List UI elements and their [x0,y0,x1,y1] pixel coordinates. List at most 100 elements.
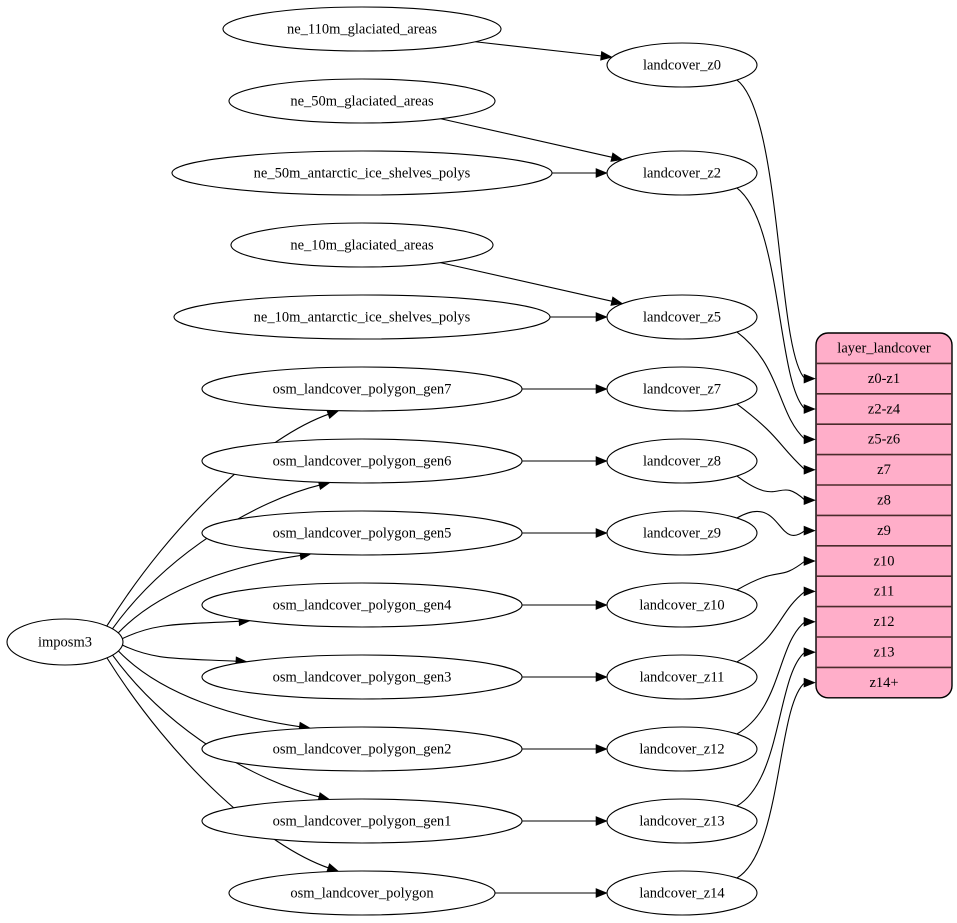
graph-node-osm_landcover_polygon_gen5[interactable]: osm_landcover_polygon_gen5 [201,510,523,556]
table-row-label[interactable]: z7 [877,462,891,478]
graph-node-osm_landcover_polygon_gen6[interactable]: osm_landcover_polygon_gen6 [201,438,523,484]
graph-edge [118,650,302,728]
node-label: osm_landcover_polygon_gen5 [273,525,452,541]
edge-arrowhead [803,647,816,658]
graph-edge [117,554,303,634]
edge-arrowhead [610,296,624,306]
graph-node-osm_landcover_polygon[interactable]: osm_landcover_polygon [228,870,496,916]
graph-edge [736,682,806,879]
edge-arrowhead [595,312,608,322]
graph-node-landcover_z10[interactable]: landcover_z10 [606,582,758,628]
graph-node-osm_landcover_polygon_gen3[interactable]: osm_landcover_polygon_gen3 [201,654,523,700]
node-ellipse [201,798,523,844]
edge-layer [106,41,816,898]
node-label: landcover_z9 [643,525,721,541]
graph-node-landcover_z13[interactable]: landcover_z13 [606,798,758,844]
node-ellipse [606,366,758,412]
graph-edge [106,413,331,627]
edge-arrowhead [595,816,608,826]
node-ellipse [201,438,523,484]
graph-node-landcover_z2[interactable]: landcover_z2 [606,150,758,196]
table-row-label[interactable]: z14+ [869,675,898,691]
node-ellipse [606,150,758,196]
node-label: osm_landcover_polygon_gen2 [273,741,452,757]
node-ellipse [201,654,523,700]
node-label: landcover_z8 [643,453,721,469]
node-label: landcover_z7 [643,381,721,397]
node-ellipse [222,6,502,52]
edge-arrowhead [803,434,816,445]
edge-arrowhead [610,152,624,162]
table-row-label[interactable]: z9 [877,523,891,539]
graph-node-osm_landcover_polygon_gen2[interactable]: osm_landcover_polygon_gen2 [201,726,523,772]
node-label: landcover_z13 [639,813,724,829]
node-ellipse [228,870,496,916]
node-label: ne_110m_glaciated_areas [287,21,437,37]
graph-edge [736,475,806,501]
graph-node-imposm3[interactable]: imposm3 [6,618,124,666]
table-row-label[interactable]: z12 [874,614,895,630]
node-label: osm_landcover_polygon [290,885,434,901]
node-label: landcover_z5 [643,309,721,325]
node-label: ne_10m_antarctic_ice_shelves_polys [254,309,471,325]
table-row-label[interactable]: z8 [877,493,891,509]
layer-landcover-table: layer_landcover z0-z1 z2-z4 z5-z6 z7 z8 z9 z10 z… [815,332,953,699]
table-row-label[interactable]: z5-z6 [868,432,900,448]
edge-arrowhead [326,863,340,873]
edge-arrowhead [595,600,608,610]
edge-arrowhead [595,168,608,178]
graph-edge [736,403,806,471]
graph-node-ne_50m_antarctic_ice_shelves_polys[interactable]: ne_50m_antarctic_ice_shelves_polys [171,150,553,196]
graph-node-landcover_z11[interactable]: landcover_z11 [606,654,758,700]
table-row-label[interactable]: z2-z4 [868,401,901,417]
node-label: landcover_z14 [639,885,725,901]
graph-node-landcover_z12[interactable]: landcover_z12 [606,726,758,772]
table-header-label: layer_landcover [837,341,931,357]
node-ellipse [606,654,758,700]
graph-edge [475,41,603,57]
node-label: osm_landcover_polygon_gen6 [273,453,452,469]
table-row-label[interactable]: z10 [874,553,895,569]
table-row-label[interactable]: z13 [874,645,895,661]
node-ellipse [606,870,758,916]
node-label: ne_10m_glaciated_areas [290,237,434,253]
node-ellipse [201,582,523,628]
graph-node-osm_landcover_polygon_gen7[interactable]: osm_landcover_polygon_gen7 [201,366,523,412]
node-ellipse [228,78,496,124]
graph-node-osm_landcover_polygon_gen1[interactable]: osm_landcover_polygon_gen1 [201,798,523,844]
node-label: landcover_z10 [639,597,724,613]
node-label: landcover_z12 [639,741,724,757]
node-ellipse [201,510,523,556]
edge-arrowhead [803,464,816,475]
graph-edge [736,331,806,440]
node-label: osm_landcover_polygon_gen4 [273,597,453,613]
edge-arrowhead [595,528,608,538]
graph-edge [736,560,806,591]
node-ellipse [201,726,523,772]
node-label: landcover_z0 [643,57,721,73]
edge-arrowhead [600,51,613,61]
node-ellipse [606,798,758,844]
edge-arrowhead [803,495,816,506]
graph-node-ne_50m_glaciated_areas[interactable]: ne_50m_glaciated_areas [228,78,496,124]
node-ellipse [6,618,124,666]
graph-node-ne_110m_glaciated_areas[interactable]: ne_110m_glaciated_areas [222,6,502,52]
graph-edge [736,187,806,410]
graph-node-ne_10m_antarctic_ice_shelves_polys[interactable]: ne_10m_antarctic_ice_shelves_polys [173,294,551,340]
graph-node-landcover_z9[interactable]: landcover_z9 [606,510,758,556]
graph-node-landcover_z8[interactable]: landcover_z8 [606,438,758,484]
graph-edge [440,262,613,302]
graph-node-landcover_z14[interactable]: landcover_z14 [606,870,758,916]
node-label: osm_landcover_polygon_gen7 [273,381,452,397]
node-ellipse [606,510,758,556]
graph-node-osm_landcover_polygon_gen4[interactable]: osm_landcover_polygon_gen4 [201,582,523,628]
node-label: landcover_z11 [640,669,725,685]
table-row-label[interactable]: z0-z1 [868,371,900,387]
graph-node-landcover_z5[interactable]: landcover_z5 [606,294,758,340]
table-row-label[interactable]: z11 [874,584,894,600]
graph-node-landcover_z7[interactable]: landcover_z7 [606,366,758,412]
node-layer: imposm3 ne_110m_glaciated_areas ne_50m_gla… [6,6,758,916]
graph-node-landcover_z0[interactable]: landcover_z0 [606,42,758,88]
edge-arrowhead [803,556,816,566]
graph-node-ne_10m_glaciated_areas[interactable]: ne_10m_glaciated_areas [230,222,494,268]
